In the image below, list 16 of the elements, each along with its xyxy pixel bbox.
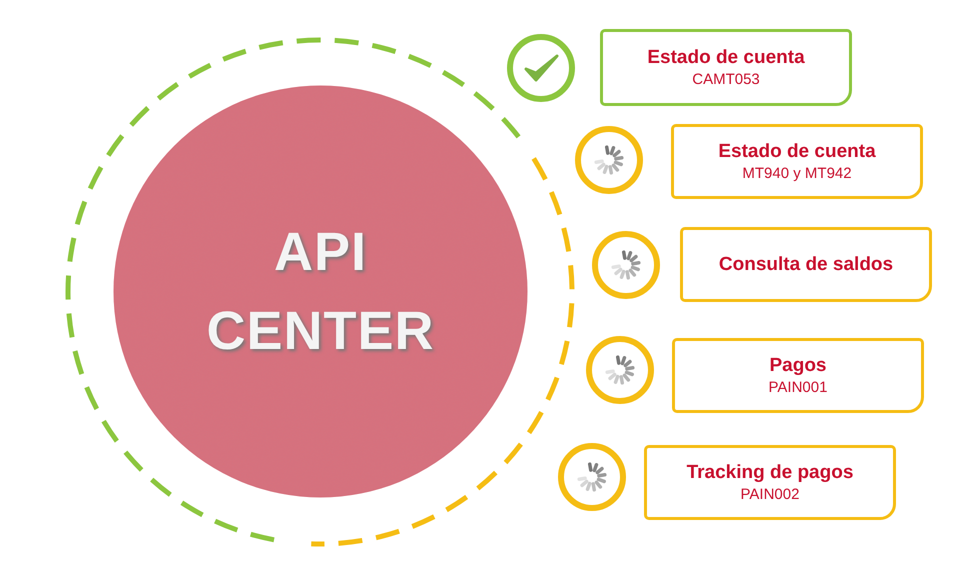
service-box	[672, 338, 924, 413]
format-code: PAIN001	[768, 378, 828, 398]
format-code: PAIN002	[740, 484, 800, 504]
service-box	[680, 227, 932, 302]
service-title: Estado de cuenta	[718, 140, 876, 164]
hub-title: API CENTER	[205, 221, 436, 362]
service-box	[671, 124, 923, 199]
format-code: CAMT053	[692, 70, 760, 90]
service-title: Consulta de saldos	[718, 252, 894, 276]
service-box	[600, 29, 852, 106]
service-title: Pagos	[769, 354, 827, 378]
hub-circle	[113, 85, 528, 498]
service-title: Tracking de pagos	[686, 460, 854, 485]
service-title: Estado de cuenta	[647, 46, 805, 70]
format-code: MT940 y MT942	[742, 164, 852, 184]
service-box	[644, 445, 896, 520]
